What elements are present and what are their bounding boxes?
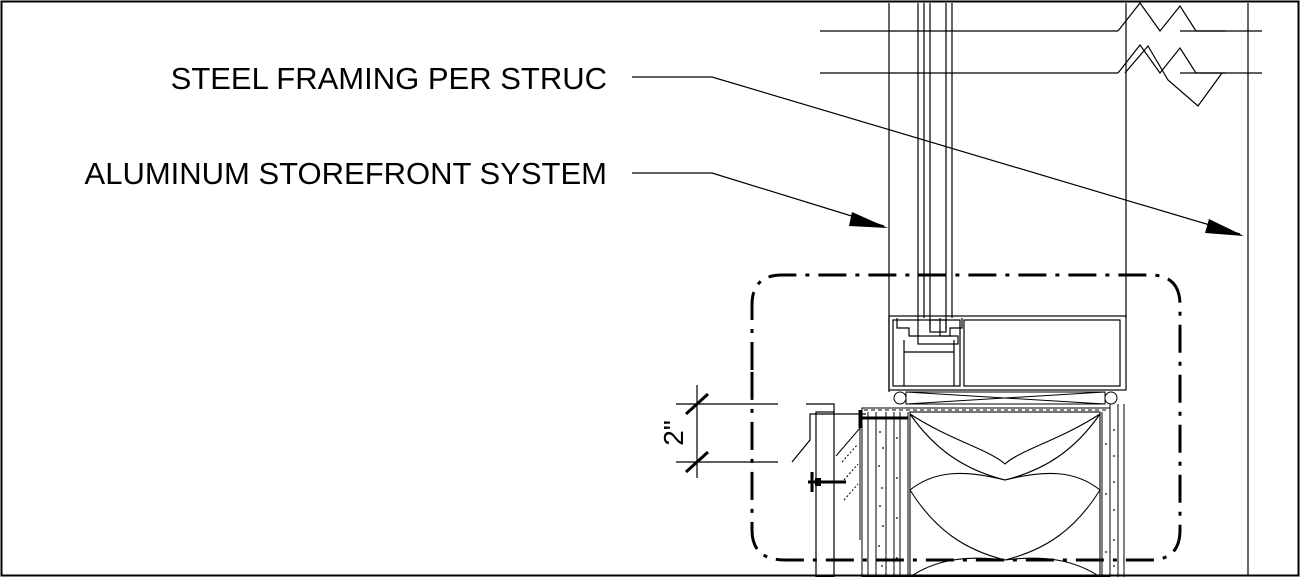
label-aluminum-storefront: ALUMINUM STOREFRONT SYSTEM bbox=[85, 156, 607, 191]
leader-steel-framing bbox=[632, 76, 1244, 236]
dimension-2in bbox=[676, 385, 778, 478]
sill-flashing bbox=[791, 403, 866, 577]
wall-layers bbox=[861, 404, 1125, 577]
label-steel-framing: STEEL FRAMING PER STRUC bbox=[171, 61, 607, 96]
break-line-bottom bbox=[1117, 43, 1225, 74]
sheathing-stipple bbox=[878, 429, 1115, 567]
steel-framing-members bbox=[820, 1, 1262, 107]
storefront-frame-lines bbox=[888, 3, 1249, 575]
angle-clip bbox=[835, 426, 861, 540]
break-line-top bbox=[1117, 1, 1225, 32]
dimension-label: 2" bbox=[658, 420, 689, 446]
fastener-bottom bbox=[808, 472, 846, 492]
batt-insulation bbox=[909, 411, 1101, 577]
fastener-top bbox=[858, 410, 908, 428]
storefront-sill bbox=[888, 315, 1127, 391]
arrowhead-aluminum-storefront bbox=[849, 212, 888, 228]
leader-aluminum-storefront bbox=[632, 172, 888, 228]
sill-shim bbox=[893, 391, 1118, 405]
arrowhead-steel-framing bbox=[1205, 219, 1244, 236]
